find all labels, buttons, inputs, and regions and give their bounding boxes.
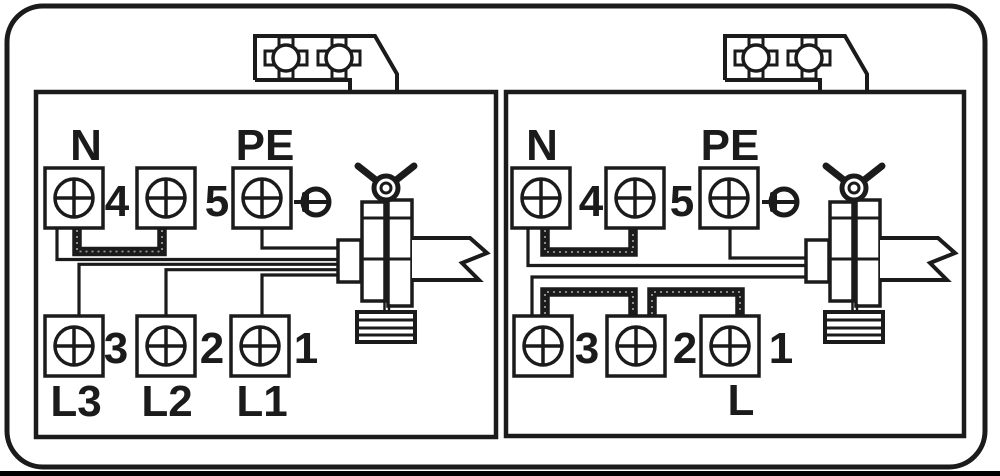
earth-wire — [260, 228, 338, 250]
bridge-terminal-2-1 — [647, 287, 745, 316]
terminal-2-label: 2 — [673, 324, 697, 373]
terminal-screw-icon — [699, 314, 761, 378]
phase-l-label: L — [728, 376, 755, 425]
terminal-5-label: 5 — [670, 177, 694, 226]
cable-clamp-assembly — [806, 166, 955, 342]
terminal-1-label: 1 — [294, 324, 318, 373]
earth-label: PE — [236, 121, 295, 170]
terminal-screw-icon — [698, 166, 760, 230]
terminal-screw-icon — [43, 166, 105, 230]
earth-screw-icon — [294, 189, 331, 215]
bottom-bar — [0, 471, 1000, 476]
bridge-terminal-3-2 — [540, 287, 638, 316]
terminal-4-label: 4 — [105, 177, 130, 226]
right-panel-box — [503, 89, 967, 439]
neutral-label: N — [526, 121, 558, 170]
phase-wire-l2 — [164, 268, 338, 316]
terminal-screw-icon — [135, 166, 197, 230]
terminal-3-label: 3 — [104, 324, 128, 373]
outer-frame — [4, 3, 988, 470]
terminal-screw-icon — [135, 314, 197, 378]
bridge-terminal-4-5 — [72, 228, 167, 257]
earth-screw-icon — [762, 189, 799, 215]
neutral-label: N — [70, 121, 102, 170]
cable-clamp-assembly — [338, 166, 487, 342]
left-panel: N PE 4 5 3 2 1 L3 L2 L1 — [33, 36, 499, 440]
terminal-screw-icon — [229, 314, 291, 378]
earth-label: PE — [701, 121, 760, 170]
burner-bracket — [725, 36, 867, 91]
left-panel-box — [33, 89, 499, 440]
phase-wire-l — [530, 275, 806, 316]
terminal-screw-icon — [604, 166, 666, 230]
earth-wire — [728, 228, 806, 260]
bridge-terminal-4-5 — [540, 228, 638, 257]
burner-bracket — [255, 36, 397, 91]
terminal-2-label: 2 — [200, 324, 224, 373]
terminal-screw-icon — [43, 314, 105, 378]
neutral-wire — [55, 228, 338, 262]
terminal-3-label: 3 — [575, 324, 599, 373]
terminal-screw-icon — [605, 314, 667, 378]
terminal-5-label: 5 — [205, 177, 229, 226]
terminal-screw-icon — [231, 166, 293, 230]
phase-wire-l1 — [260, 273, 338, 316]
terminal-4-label: 4 — [579, 177, 604, 226]
phase-l2-label: L2 — [141, 377, 192, 426]
bridge-hatch — [544, 230, 634, 253]
neutral-wire — [526, 228, 806, 268]
phase-l1-label: L1 — [236, 377, 287, 426]
phase-l3-label: L3 — [50, 377, 101, 426]
right-panel: N PE 4 5 3 2 1 L — [503, 36, 967, 439]
terminal-screw-icon — [510, 166, 572, 230]
bridge-hatch — [651, 291, 741, 314]
terminal-screw-icon — [512, 314, 574, 378]
bridge-hatch — [544, 291, 634, 314]
phase-wire-l3 — [77, 262, 338, 316]
terminal-1-label: 1 — [769, 324, 793, 373]
